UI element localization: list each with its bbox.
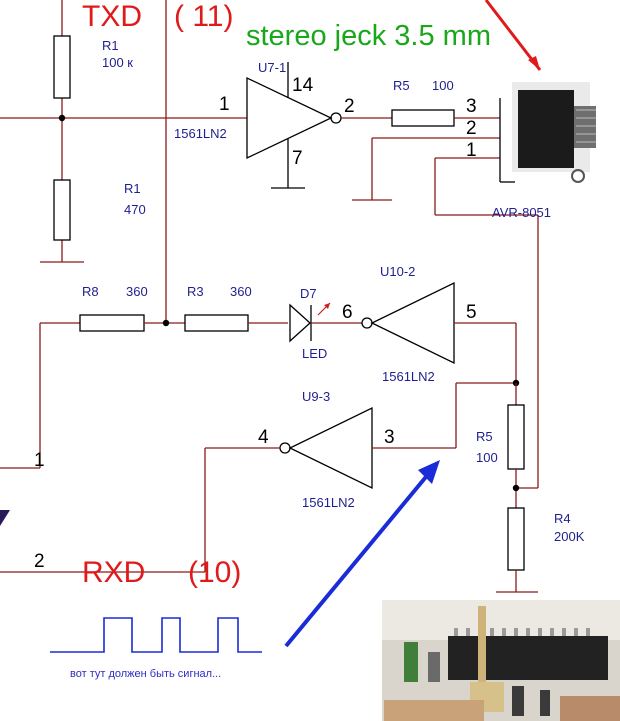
blue-arrow xyxy=(284,470,432,648)
jack-pin-2: 2 xyxy=(466,118,477,139)
u7-pin-in: 1 xyxy=(219,94,230,115)
inverter-u7: U7-1 1561LN2 1 2 14 7 xyxy=(174,60,355,189)
r5-top-value: 100 xyxy=(432,78,454,93)
wires-top-left xyxy=(0,0,247,323)
r3-ref: R3 xyxy=(187,284,204,299)
r1-top-value: 100 к xyxy=(102,55,133,70)
pcb-photo xyxy=(382,600,620,721)
txd-pin-label: ( 11) xyxy=(174,0,233,33)
u9-pin-in: 3 xyxy=(384,427,395,448)
inverter-u10: U10-2 1561LN2 5 6 xyxy=(342,264,517,384)
junction-dot xyxy=(512,484,520,492)
r5-bottom-ref: R5 xyxy=(476,429,493,444)
resistor-r8: R8 360 xyxy=(0,284,185,469)
u7-pin-out: 2 xyxy=(344,96,355,117)
resistor-r5-bottom: R5 100 xyxy=(476,383,525,508)
r1-bottom-value: 470 xyxy=(124,202,146,217)
u10-pin-in: 5 xyxy=(466,302,477,323)
d7-ref: D7 xyxy=(300,286,317,301)
led-d7: D7 LED xyxy=(289,286,362,361)
resistor-r5-top: R5 100 xyxy=(341,78,500,127)
junction-dot xyxy=(162,319,170,327)
jack-title: stereo jeck 3.5 mm xyxy=(246,20,491,52)
r1-bottom-ref: R1 xyxy=(124,181,141,196)
jack-pin-3: 3 xyxy=(466,96,477,117)
left-pin-2: 2 xyxy=(34,551,45,572)
red-arrow xyxy=(484,0,542,71)
u10-type: 1561LN2 xyxy=(382,369,435,384)
txd-label: TXD xyxy=(82,0,142,33)
r3-value: 360 xyxy=(230,284,252,299)
signal-waveform xyxy=(50,617,262,653)
d7-value: LED xyxy=(302,346,327,361)
u7-type: 1561LN2 xyxy=(174,126,227,141)
junction-dot xyxy=(58,114,66,122)
r5-top-ref: R5 xyxy=(393,78,410,93)
chip-pins xyxy=(454,628,590,636)
r8-ref: R8 xyxy=(82,284,99,299)
r5-bottom-value: 100 xyxy=(476,450,498,465)
audio-jack-image xyxy=(512,82,596,183)
u7-pin-vcc: 14 xyxy=(292,75,314,96)
u9-ref: U9-3 xyxy=(302,389,330,404)
red-arrow-head xyxy=(528,56,540,70)
u10-ref: U10-2 xyxy=(380,264,415,279)
resistor-r3: R3 360 xyxy=(184,284,288,332)
r1-top-ref: R1 xyxy=(102,38,119,53)
u7-ref: U7-1 xyxy=(258,60,286,75)
u9-pin-out: 4 xyxy=(258,427,269,448)
resistor-r1-top: R1 100 к xyxy=(53,35,133,99)
rxd-label: RXD xyxy=(82,556,145,589)
resistor-r1-bottom: R1 470 xyxy=(53,179,146,241)
inverter-u9: U9-3 1561LN2 3 4 xyxy=(204,382,516,572)
r4-ref: R4 xyxy=(554,511,571,526)
rxd-pin-label: (10) xyxy=(188,556,241,589)
resistor-r4: R4 200K xyxy=(496,507,585,593)
r8-value: 360 xyxy=(126,284,148,299)
jack-wiring: 3 2 1 AVR-8051 xyxy=(352,96,551,489)
blue-arrow-head xyxy=(418,460,440,484)
board-label: AVR-8051 xyxy=(492,205,551,220)
r4-value: 200K xyxy=(554,529,585,544)
u10-pin-out: 6 xyxy=(342,302,353,323)
u7-pin-gnd: 7 xyxy=(292,148,303,169)
left-pin-1: 1 xyxy=(34,450,45,471)
signal-note: вот тут должен быть сигнал... xyxy=(70,668,221,680)
triangle-marker xyxy=(0,510,10,526)
u9-type: 1561LN2 xyxy=(302,495,355,510)
jack-pin-1: 1 xyxy=(466,140,477,161)
